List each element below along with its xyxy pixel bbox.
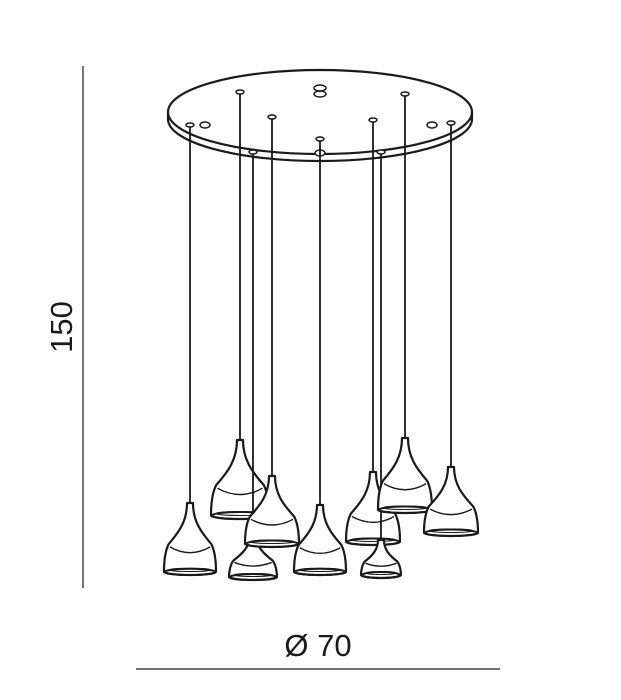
fitting-screw xyxy=(313,84,327,92)
fitting-screw xyxy=(313,90,327,98)
height-dimension: 150 xyxy=(44,66,84,588)
cable-anchor xyxy=(267,114,277,120)
pendant-lamp xyxy=(292,136,348,577)
pendant-lamp xyxy=(243,114,301,549)
diameter-dimension: Ø 70 xyxy=(136,628,500,670)
cable-anchor xyxy=(248,149,258,155)
shade-inner-line xyxy=(217,487,263,496)
shade-inner-line xyxy=(299,547,341,554)
pendant-lamp xyxy=(376,91,434,515)
pendant-lamp xyxy=(359,149,403,580)
shade-inner-line xyxy=(169,546,211,554)
height-dimension-label: 150 xyxy=(44,301,79,353)
shade-rim-inner xyxy=(365,571,397,575)
fitting-screw xyxy=(426,121,438,129)
lamp-shade xyxy=(422,465,480,538)
pendant-lamp xyxy=(162,122,218,577)
cable-anchor xyxy=(400,91,410,97)
cable-anchor xyxy=(315,136,325,142)
shade-inner-line xyxy=(234,561,272,567)
diameter-dimension-label: Ø 70 xyxy=(284,628,351,663)
cable-anchor xyxy=(446,120,456,126)
pendant-lamp xyxy=(209,89,271,521)
lamp-shade xyxy=(376,436,434,515)
pendant-lamp xyxy=(344,117,402,547)
pendant-lamp xyxy=(227,149,279,582)
cable-anchor xyxy=(368,117,378,123)
lamp-shade xyxy=(292,503,348,577)
shade-inner-line xyxy=(250,518,294,526)
shade-rim-inner xyxy=(168,567,212,573)
cable-anchor xyxy=(185,122,195,128)
shade-rim-inner xyxy=(350,537,396,543)
shade-inner-line xyxy=(383,483,427,491)
cable-anchor xyxy=(235,89,245,95)
shade-rim-inner xyxy=(249,539,295,545)
shade-rim-inner xyxy=(298,567,342,573)
lamp-shade xyxy=(162,501,218,577)
shade-inner-line xyxy=(429,508,473,516)
shade-inner-line xyxy=(365,562,397,567)
pendant-shades xyxy=(162,89,480,582)
shade-rim-inner xyxy=(428,528,474,534)
fitting-screw xyxy=(199,121,211,129)
cable-anchor xyxy=(376,149,386,155)
shade-rim-inner xyxy=(233,573,273,577)
pendant-lamp xyxy=(422,120,480,538)
shade-inner-line xyxy=(351,515,395,524)
